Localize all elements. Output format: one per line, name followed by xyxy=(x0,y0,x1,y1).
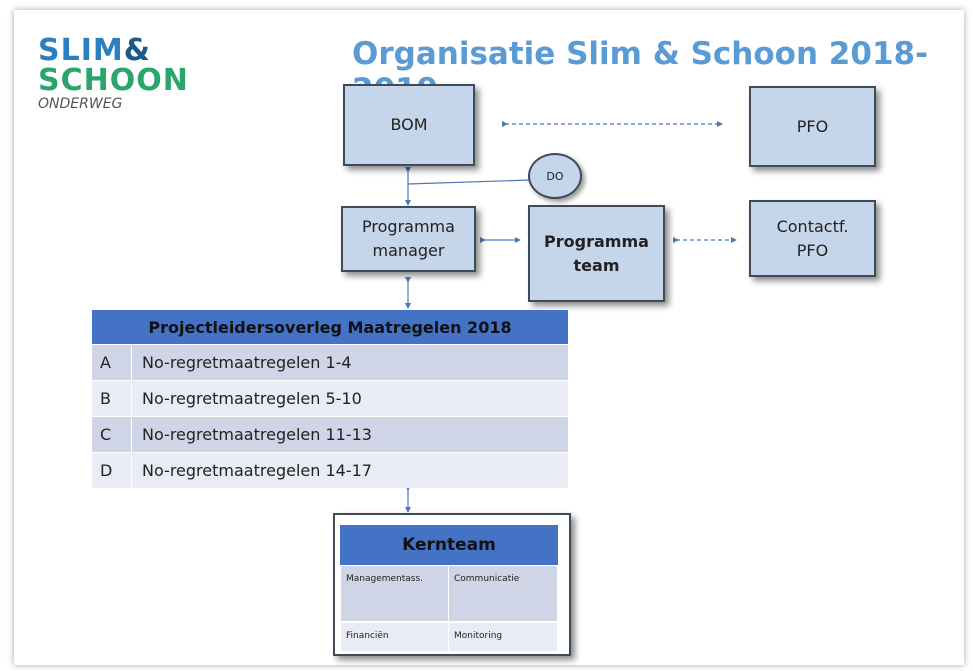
logo-text-amp: & xyxy=(123,33,151,68)
node-contact-pfo: Contactf. PFO xyxy=(749,200,876,277)
row-label: No-regretmaatregelen 11-13 xyxy=(142,425,372,444)
row-label: No-regretmaatregelen 5-10 xyxy=(142,389,362,408)
node-programma-team: Programma team xyxy=(528,205,665,302)
row-letter: A xyxy=(92,345,132,380)
projectleiders-header: Projectleidersoverleg Maatregelen 2018 xyxy=(92,310,568,344)
kernteam-header: Kernteam xyxy=(340,525,558,565)
projectleiders-table: Projectleidersoverleg Maatregelen 2018 A… xyxy=(92,310,568,488)
kernteam-cell: Communicatie xyxy=(448,565,558,622)
node-programma-team-label: Programma team xyxy=(544,231,649,275)
node-programma-manager-label: Programma manager xyxy=(362,217,455,260)
node-contact-pfo-label: Contactf. PFO xyxy=(776,216,849,260)
table-row: B No-regretmaatregelen 5-10 xyxy=(92,380,568,416)
logo-text-onderweg: ONDERWEG xyxy=(38,96,123,112)
row-letter: B xyxy=(92,381,132,416)
table-row: C No-regretmaatregelen 11-13 xyxy=(92,416,568,452)
node-do: DO xyxy=(528,153,582,199)
kernteam-box: Kernteam Managementass. Communicatie Fin… xyxy=(333,513,571,656)
logo-text-slim: SLIM xyxy=(38,33,124,68)
row-letter: D xyxy=(92,453,132,488)
row-label: No-regretmaatregelen 1-4 xyxy=(142,353,352,372)
node-pfo-label: PFO xyxy=(796,116,829,136)
logo-text-schoon: SCHOON xyxy=(38,63,189,98)
slim-schoon-logo: SLIM& SCHOON ONDERWEG xyxy=(38,33,189,113)
node-programma-manager: Programma manager xyxy=(341,206,476,272)
table-row: A No-regretmaatregelen 1-4 xyxy=(92,344,568,380)
kernteam-cell: Financiën xyxy=(340,622,450,652)
node-bom: BOM xyxy=(343,84,475,166)
table-row: D No-regretmaatregelen 14-17 xyxy=(92,452,568,488)
row-label: No-regretmaatregelen 14-17 xyxy=(142,461,372,480)
node-pfo: PFO xyxy=(749,86,876,167)
kernteam-cell: Managementass. xyxy=(340,565,450,622)
node-do-label: DO xyxy=(546,169,564,183)
row-letter: C xyxy=(92,417,132,452)
kernteam-cell: Monitoring xyxy=(448,622,558,652)
node-bom-label: BOM xyxy=(390,115,428,134)
